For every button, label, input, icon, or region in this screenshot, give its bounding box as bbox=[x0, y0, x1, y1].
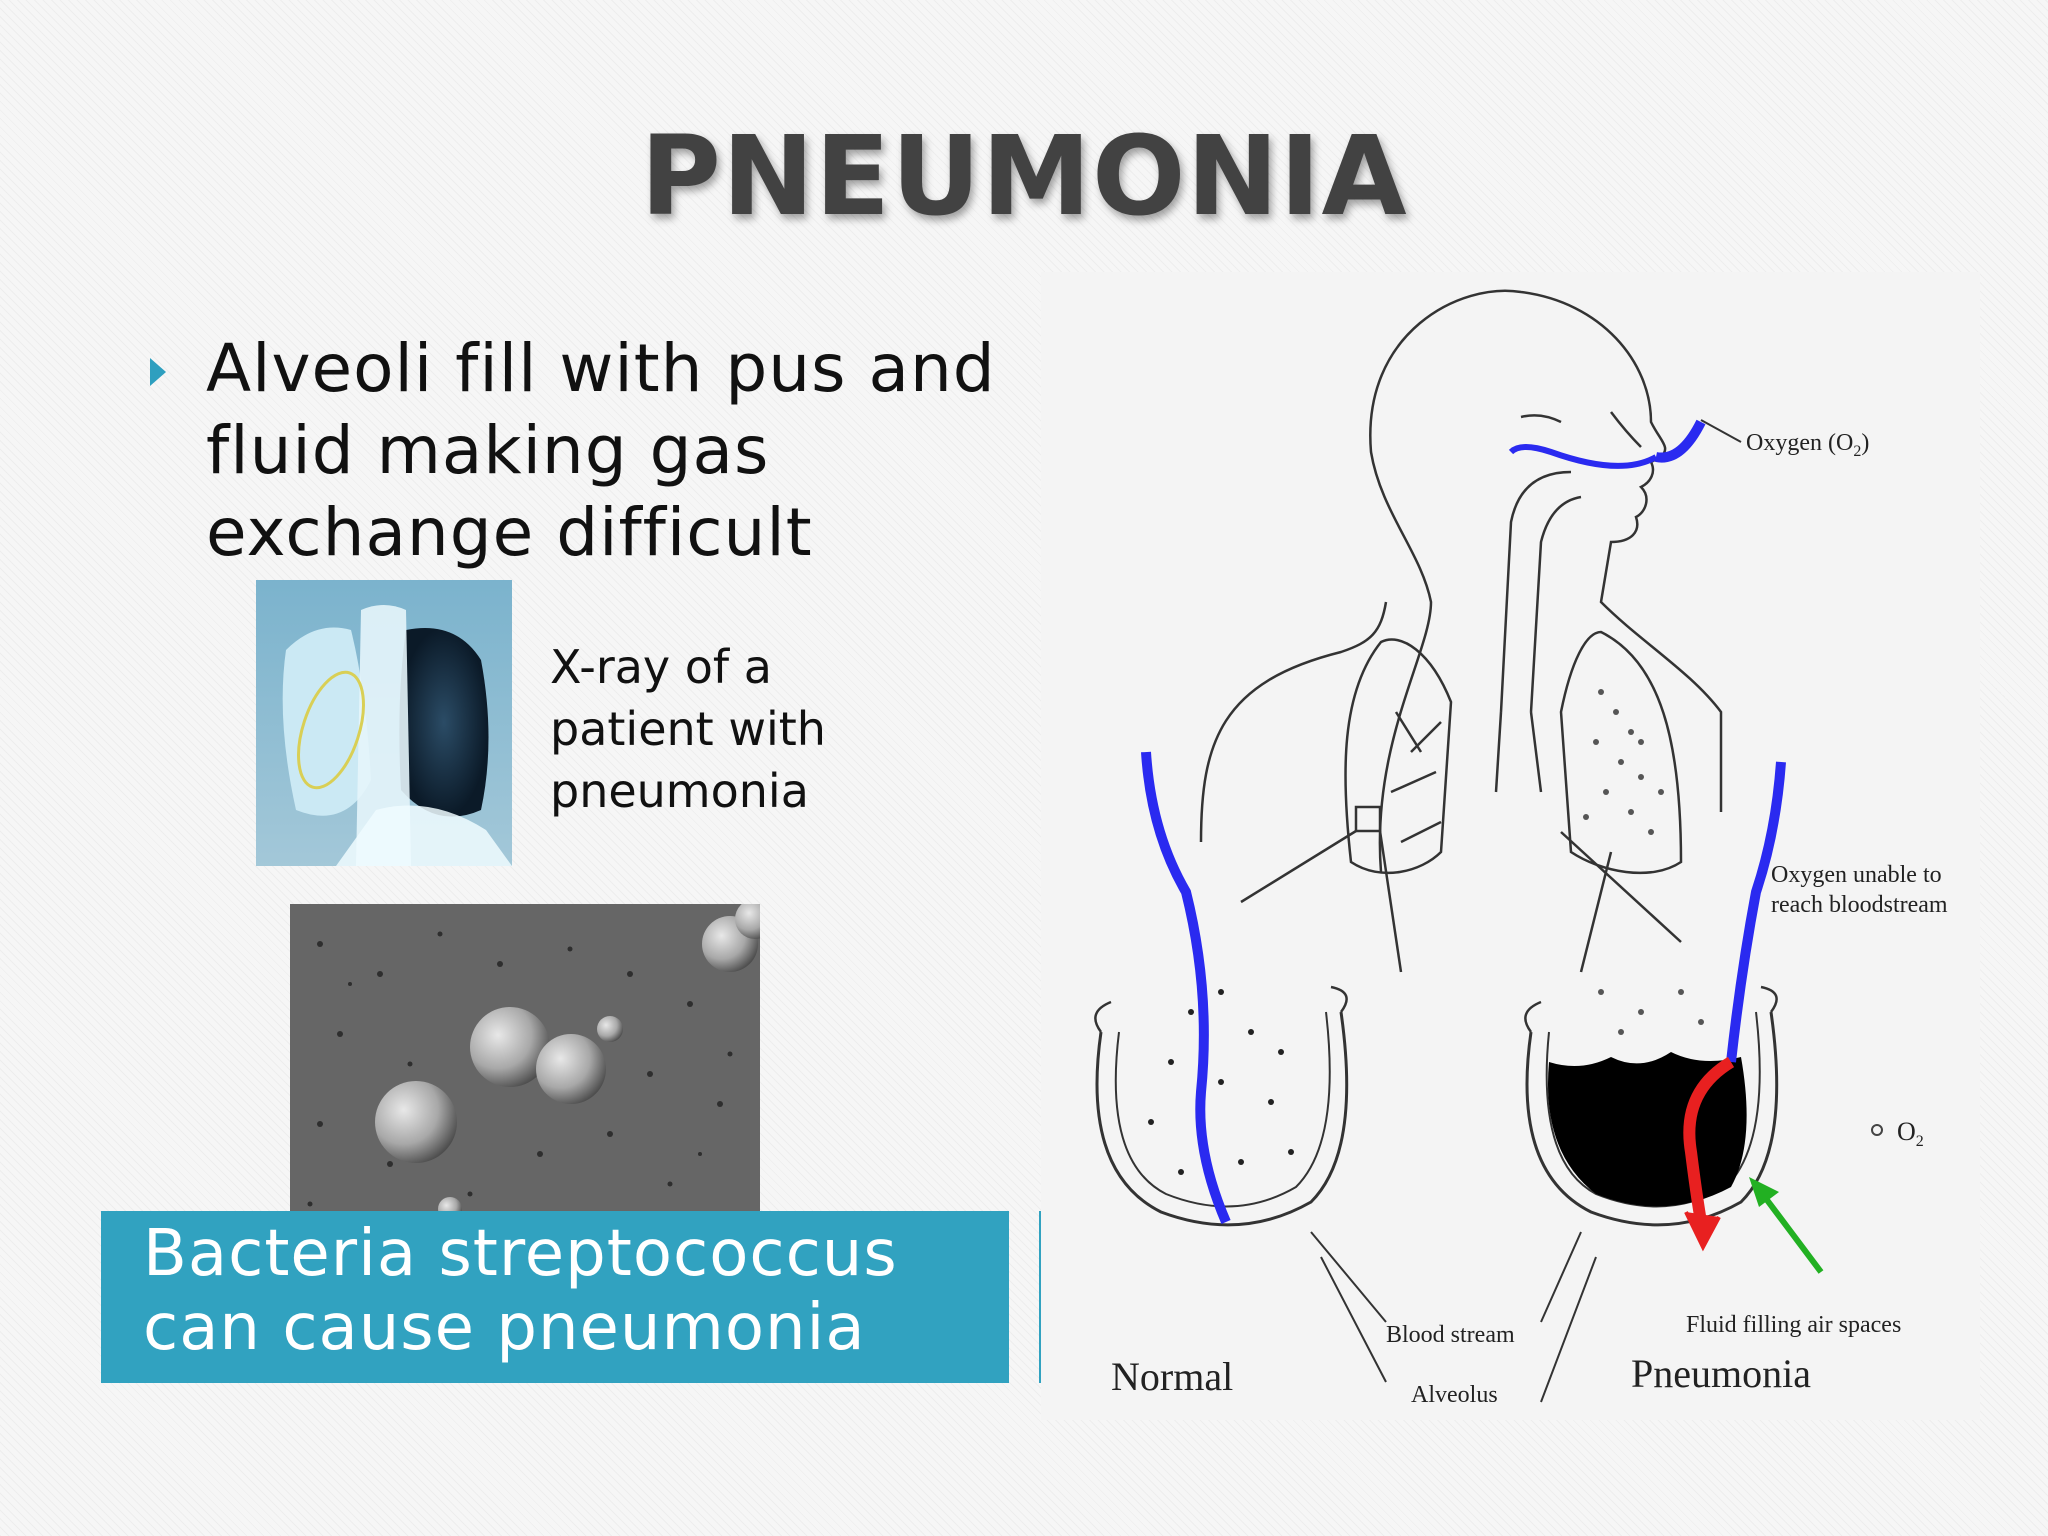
label-alveolus: Alveolus bbox=[1411, 1382, 1498, 1408]
label-o2: O2 bbox=[1897, 1117, 1924, 1150]
label-fluid-filling: Fluid filling air spaces bbox=[1686, 1312, 1901, 1338]
slide-title: PNEUMONIA bbox=[640, 112, 1408, 240]
bullet-arrow-icon bbox=[150, 358, 166, 386]
xray-caption: X-ray of a patient with pneumonia bbox=[550, 640, 826, 818]
chest-xray-image bbox=[256, 580, 512, 866]
bacteria-caption-box: Bacteria streptococcus can cause pneumon… bbox=[101, 1211, 1009, 1383]
label-oxygen-unable-2: reach bloodstream bbox=[1771, 892, 1948, 918]
label-oxygen: Oxygen (O2) bbox=[1746, 430, 1869, 460]
respiratory-diagram-graphic: Oxygen (O2) Normal Oxygen unable to reac… bbox=[1094, 289, 1948, 1408]
pneumonia-diagram: Oxygen (O2) Normal Oxygen unable to reac… bbox=[1041, 272, 1980, 1420]
bacteria-caption: Bacteria streptococcus can cause pneumon… bbox=[143, 1217, 898, 1365]
label-pneumonia: Pneumonia bbox=[1631, 1351, 1811, 1396]
bacteria-micrograph-graphic bbox=[290, 904, 760, 1230]
chest-xray-graphic bbox=[256, 580, 512, 866]
label-oxygen-unable-1: Oxygen unable to bbox=[1771, 862, 1942, 888]
label-blood-stream: Blood stream bbox=[1386, 1322, 1515, 1348]
caption-divider bbox=[1039, 1211, 1041, 1383]
bullet-text: Alveoli fill with pus and fluid making g… bbox=[206, 330, 996, 571]
bacteria-micrograph-image bbox=[290, 904, 760, 1230]
label-normal: Normal bbox=[1111, 1354, 1233, 1399]
